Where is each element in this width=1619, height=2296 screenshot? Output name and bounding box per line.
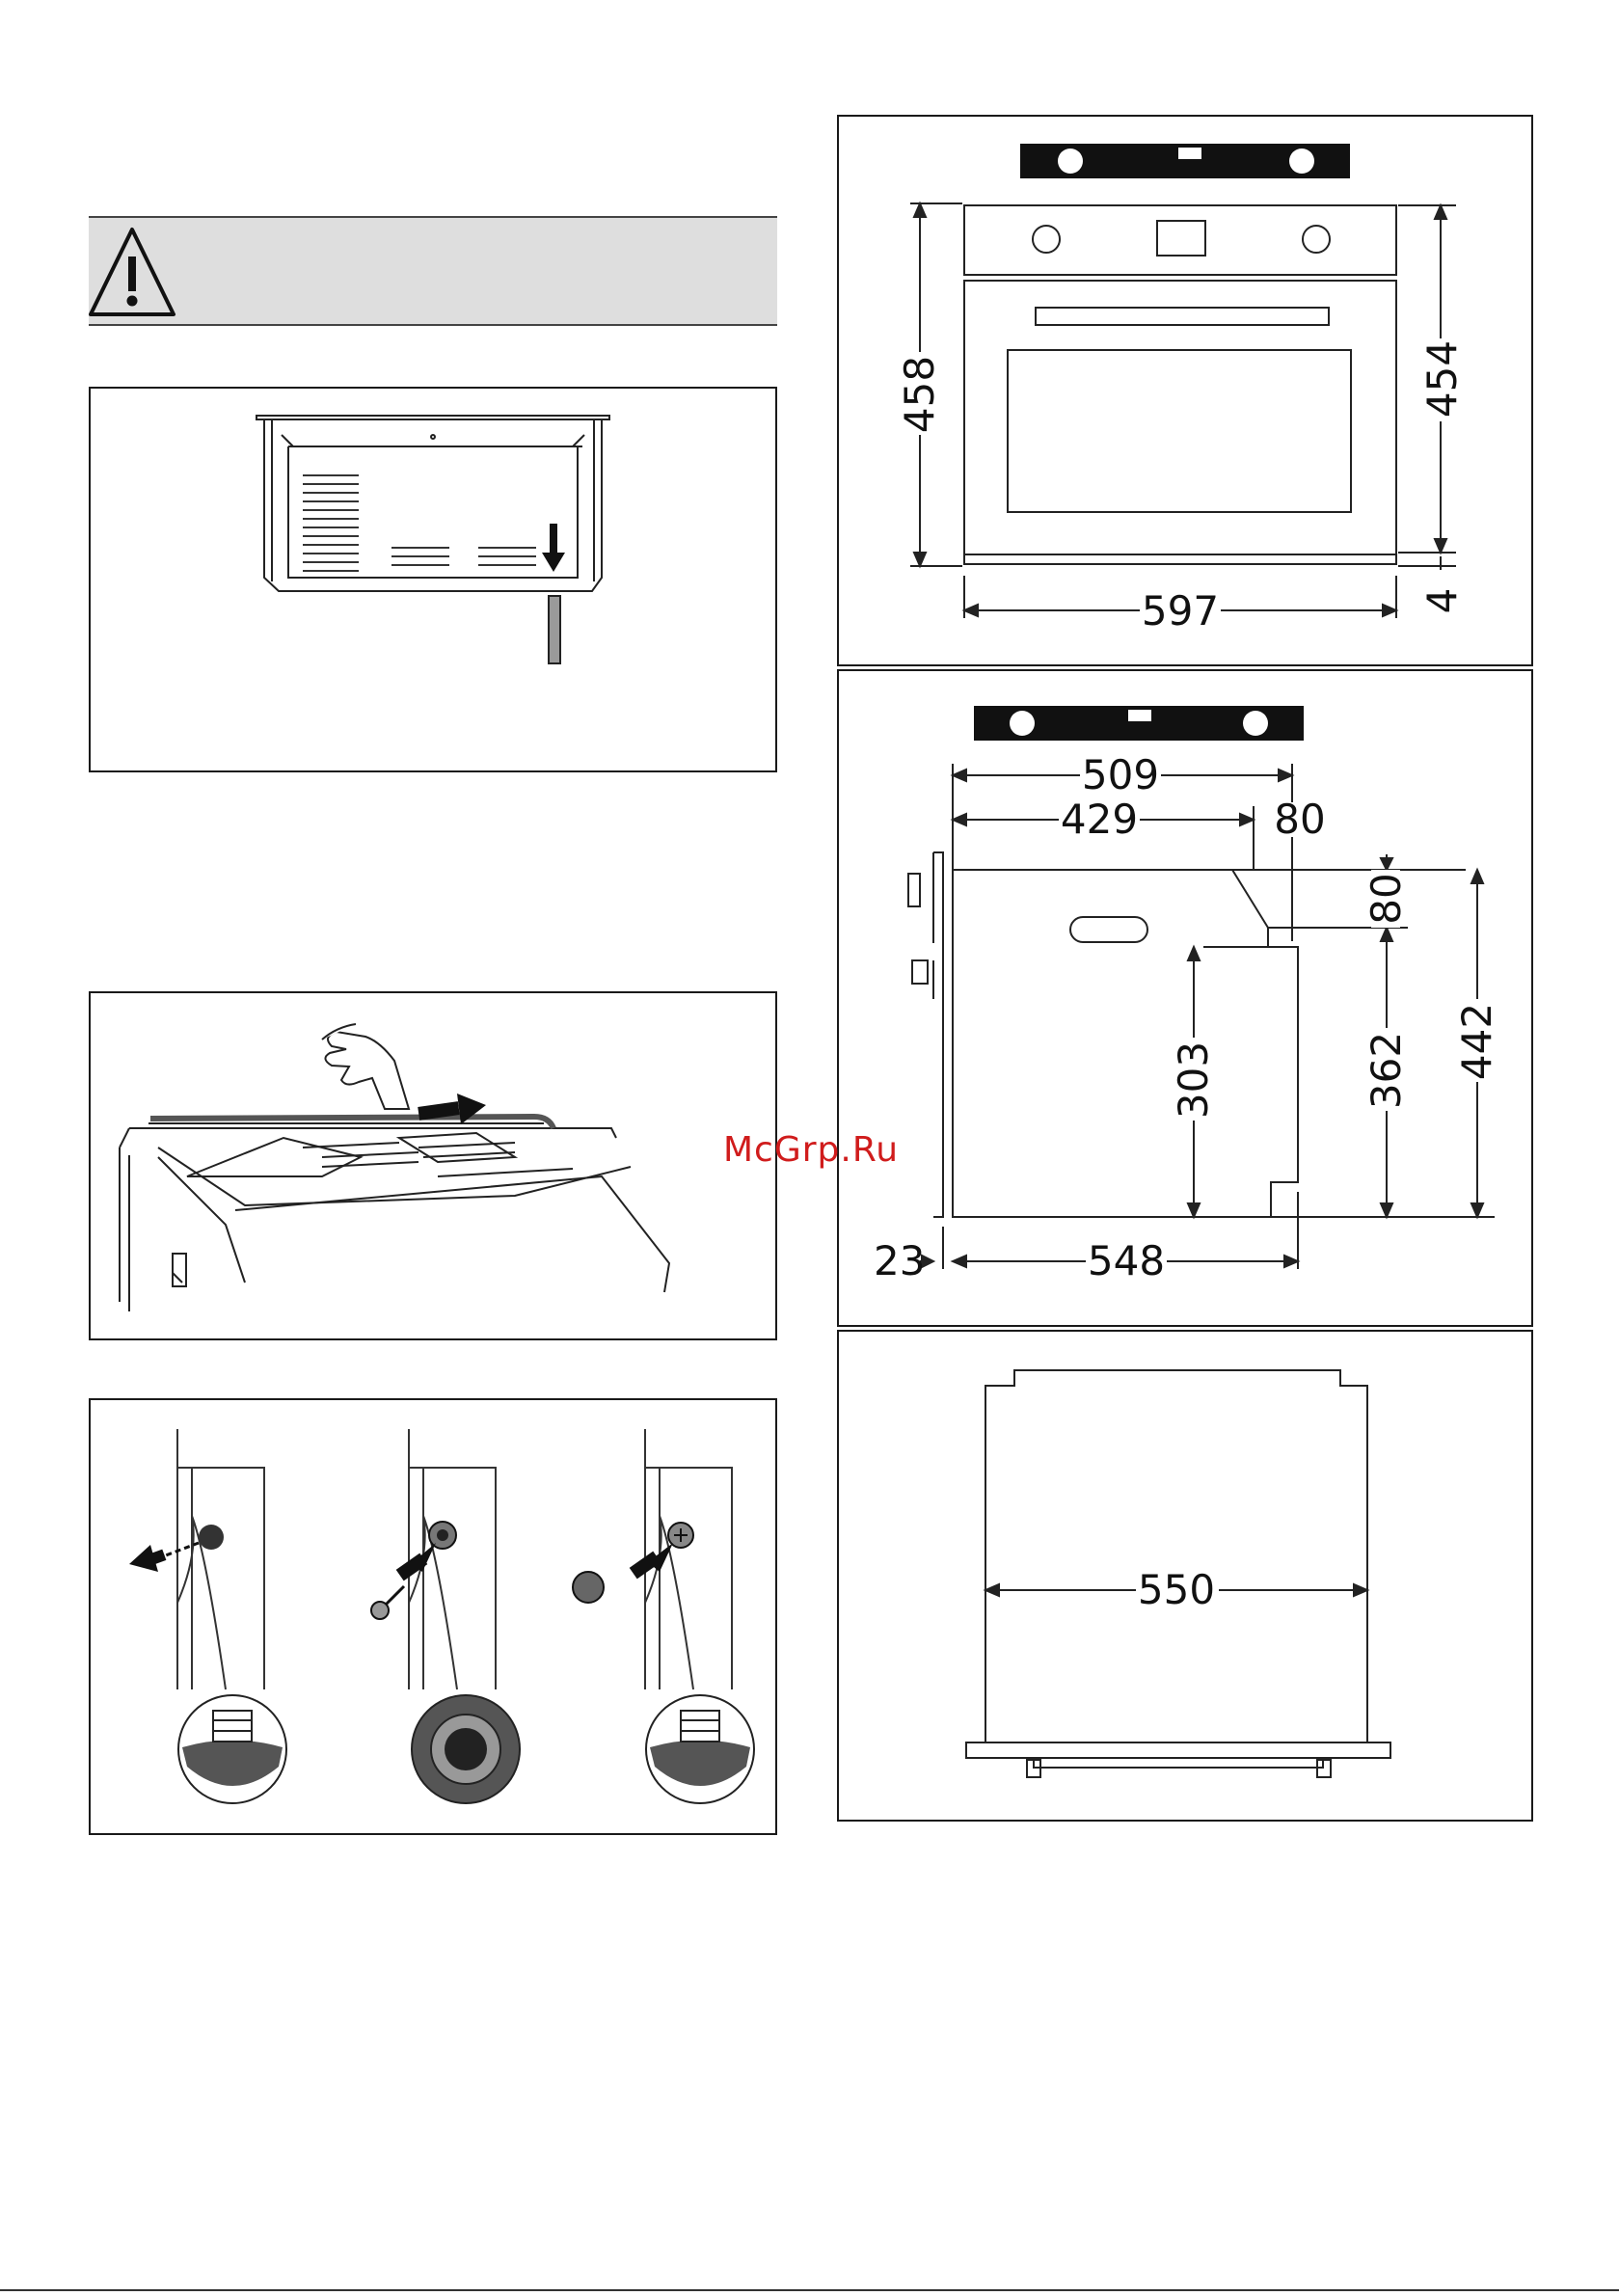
watermark: McGrp.Ru	[723, 1130, 899, 1170]
oven-rear-illustration	[91, 389, 775, 770]
panel-front-dimensions: 458 454 4 597	[837, 115, 1533, 666]
detail-cap-1	[178, 1695, 286, 1803]
dim-top-width: 550	[1138, 1566, 1215, 1613]
top-dimension-drawing: 550	[839, 1332, 1531, 1820]
dim-height-right: 454	[1418, 340, 1466, 418]
dim-width: 597	[1142, 587, 1219, 635]
panel-screw-steps	[89, 1398, 777, 1835]
dimension-lines	[920, 764, 1495, 1269]
spirit-level	[974, 706, 1304, 741]
dim-front-offset: 23	[874, 1237, 925, 1284]
vent-slots	[303, 475, 536, 571]
dim-rear-step-height: 80	[1363, 873, 1410, 924]
dim-lower-height: 303	[1170, 1041, 1217, 1119]
dim-base-depth: 548	[1088, 1237, 1165, 1284]
panel-top-dimensions: 550	[837, 1330, 1533, 1822]
panel-side-dimensions: 509 429 80 80 303 362 442 23 548	[837, 669, 1533, 1327]
detail-cap-2	[412, 1695, 520, 1803]
warning-banner	[89, 216, 777, 326]
dim-total-height: 442	[1453, 1003, 1500, 1080]
screw-steps-illustration	[91, 1400, 775, 1833]
panel-remove-seal	[89, 991, 777, 1340]
dim-total-depth: 509	[1082, 751, 1159, 798]
hand-icon	[322, 1024, 409, 1109]
dim-body-depth: 429	[1061, 796, 1138, 843]
dimension-lines	[910, 203, 1456, 618]
arrow-icon	[542, 524, 565, 663]
detail-cap-3	[646, 1695, 754, 1803]
oven-front	[964, 205, 1396, 564]
dim-mid-height: 362	[1363, 1032, 1410, 1109]
seal-removal-illustration	[91, 993, 775, 1338]
spirit-level	[1020, 144, 1350, 178]
front-dimension-drawing: 458 454 4 597	[839, 117, 1531, 664]
warning-triangle-icon	[89, 220, 195, 326]
screw-icon	[573, 1523, 693, 1603]
dim-height-left: 458	[896, 356, 943, 433]
dim-bottom-gap: 4	[1418, 588, 1466, 614]
oven-side	[908, 852, 1298, 1217]
panel-oven-rear-view	[89, 387, 777, 772]
footer-rule	[0, 2289, 1619, 2291]
dim-rear-step: 80	[1274, 796, 1325, 843]
side-dimension-drawing: 509 429 80 80 303 362 442 23 548	[839, 671, 1531, 1325]
